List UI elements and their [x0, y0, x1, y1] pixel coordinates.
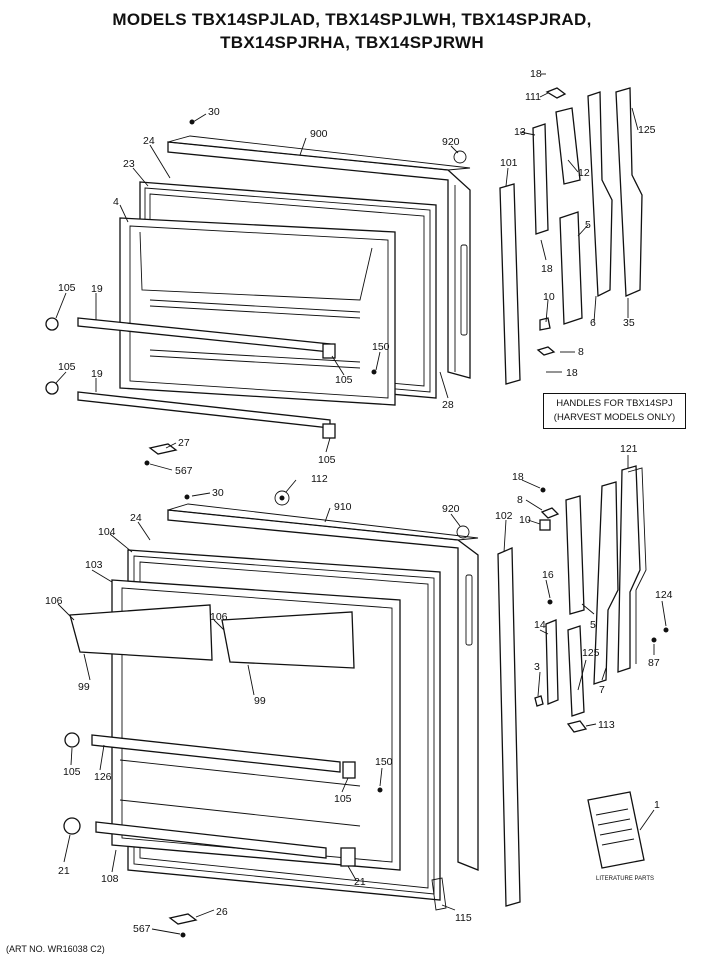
callout-105: 105: [58, 361, 76, 373]
callout-900: 900: [310, 128, 328, 140]
callout-106: 106: [210, 611, 228, 623]
callout-99: 99: [254, 695, 266, 707]
note-line1: HANDLES FOR TBX14SPJ: [556, 398, 673, 409]
callout-920: 920: [442, 136, 460, 148]
callout-18: 18: [566, 367, 578, 379]
callout-19: 19: [91, 283, 103, 295]
fresh-food-door-assembly: [63, 465, 669, 938]
callout-125: 125: [638, 124, 656, 136]
callout-18: 18: [530, 68, 542, 80]
callout-104: 104: [98, 526, 116, 538]
callout-103: 103: [85, 559, 103, 571]
callout-920: 920: [442, 503, 460, 515]
callout-30: 30: [212, 487, 224, 499]
callout-5: 5: [585, 219, 591, 231]
callout-87: 87: [648, 657, 660, 669]
leader-lines: [55, 73, 667, 935]
callout-108: 108: [101, 873, 119, 885]
callout-10: 10: [519, 514, 531, 526]
callout-115: 115: [455, 912, 472, 924]
callout-labels: 30 900 920 24 23 4 105 19 150 105 105 19…: [45, 68, 673, 935]
callout-113: 113: [598, 719, 615, 731]
callout-105: 105: [335, 374, 353, 386]
literature-label: LITERATURE PARTS: [596, 876, 654, 882]
callout-105: 105: [63, 766, 81, 778]
callout-16: 16: [542, 569, 554, 581]
callout-105: 105: [318, 454, 336, 466]
callout-21: 21: [58, 865, 70, 877]
callout-19: 19: [91, 368, 103, 380]
callout-7: 7: [599, 684, 605, 696]
callout-24: 24: [143, 135, 155, 147]
callout-21: 21: [354, 876, 366, 888]
freezer-door-assembly: [45, 87, 643, 466]
callout-5: 5: [590, 619, 596, 631]
callout-18: 18: [512, 471, 524, 483]
callout-567: 567: [175, 465, 193, 477]
callout-112: 112: [311, 473, 328, 485]
callout-28: 28: [442, 399, 454, 411]
callout-150: 150: [375, 756, 393, 768]
callout-126: 126: [94, 771, 112, 783]
callout-8: 8: [517, 494, 523, 506]
callout-30: 30: [208, 106, 220, 118]
callout-121: 121: [620, 443, 638, 455]
callout-567: 567: [133, 923, 151, 935]
callout-1: 1: [654, 799, 660, 811]
callout-910: 910: [334, 501, 352, 513]
harvest-handles-note: HANDLES FOR TBX14SPJ (HARVEST MODELS ONL…: [543, 393, 686, 429]
callout-14: 14: [534, 619, 546, 631]
callout-105: 105: [334, 793, 352, 805]
callout-124: 124: [655, 589, 673, 601]
callout-111: 111: [525, 91, 541, 103]
art-number: (ART NO. WR16038 C2): [6, 944, 105, 954]
callout-26: 26: [216, 906, 228, 918]
callout-23: 23: [123, 158, 135, 170]
callout-6: 6: [590, 317, 596, 329]
callout-4: 4: [113, 196, 119, 208]
callout-125: 125: [582, 647, 600, 659]
callout-150: 150: [372, 341, 390, 353]
callout-13: 13: [514, 126, 526, 138]
literature-parts-booklet: LITERATURE PARTS: [587, 791, 654, 882]
callout-8: 8: [578, 346, 584, 358]
callout-101: 101: [500, 157, 518, 169]
callout-27: 27: [178, 437, 190, 449]
callout-106: 106: [45, 595, 63, 607]
callout-10: 10: [543, 291, 555, 303]
diagram-title-line1: MODELS TBX14SPJLAD, TBX14SPJLWH, TBX14SP…: [112, 10, 592, 29]
callout-12: 12: [578, 167, 590, 179]
callout-102: 102: [495, 510, 513, 522]
callout-24: 24: [130, 512, 142, 524]
callout-105: 105: [58, 282, 76, 294]
diagram-title-line2: TBX14SPJRHA, TBX14SPJRWH: [220, 33, 484, 52]
callout-3: 3: [534, 661, 540, 673]
note-line2: (HARVEST MODELS ONLY): [553, 412, 676, 423]
callout-99: 99: [78, 681, 90, 693]
callout-18: 18: [541, 263, 553, 275]
callout-35: 35: [623, 317, 635, 329]
